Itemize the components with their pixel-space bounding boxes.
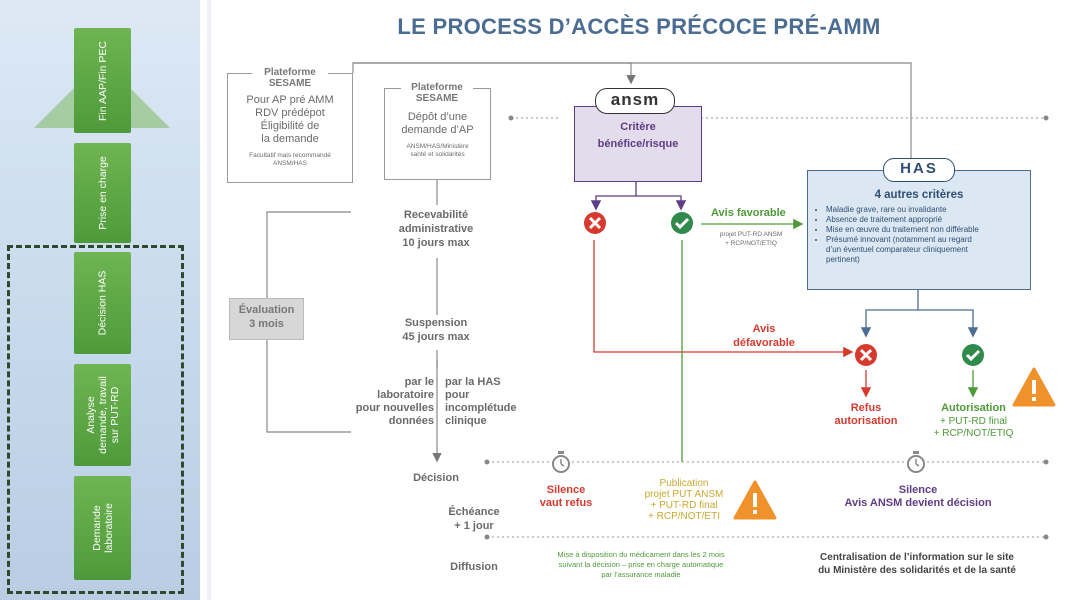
has-box: 4 autres critères Maladie grave, rare ou… <box>807 170 1031 290</box>
ansm-box: Critère bénéfice/risque <box>574 106 702 182</box>
silence-ansm-text: Silence Avis ANSM devient décision <box>844 484 992 509</box>
autorisation-detail: + PUT-RD final + RCP/NOT/ETIQ <box>933 416 1014 439</box>
step-demande-labo: Demande laboratoire <box>74 476 131 580</box>
sesame-2-body: Dépôt d’une demande d’AP <box>401 111 474 136</box>
sesame-2-note: ANSM/HAS/Ministère santé et solidarités <box>406 143 469 158</box>
sesame-1-body: Pour AP pré AMM RDV prédépot Éligibilité… <box>246 94 334 145</box>
suspension-text: Suspension 45 jours max <box>402 317 470 343</box>
sesame-1-header: Plateforme SESAME <box>252 67 328 89</box>
step-fin-aap: Fin AAP/Fin PEC <box>74 28 131 133</box>
avis-favorable-label: Avis favorable <box>711 207 786 219</box>
criterion-item: Présumé innovant (notamment au regard d’… <box>826 235 1030 265</box>
clock-icon <box>552 451 570 473</box>
criterion-item: Maladie grave, rare ou invalidante <box>826 205 1030 215</box>
has-label: 4 autres critères <box>874 189 964 201</box>
diffusion-label: Diffusion <box>450 561 498 573</box>
connector-layer <box>266 62 1049 540</box>
refus-text: Refus autorisation <box>834 402 898 427</box>
clock-icon <box>907 451 925 473</box>
left-panel: Fin AAP/Fin PEC Prise en charge Décision… <box>0 0 200 600</box>
centralisation-text: Centralisation de l’information sur le s… <box>818 552 1016 576</box>
sesame-1-note: Facultatif mais recommandé ANSM/HAS <box>249 152 331 167</box>
evaluation-box: Évaluation 3 mois <box>229 298 304 340</box>
has-criteria-list: Maladie grave, rare ou invalidante Absen… <box>808 205 1030 265</box>
has-logo: HAS <box>883 158 955 182</box>
diagram-area: LE PROCESS D’ACCÈS PRÉCOCE PRÉ-AMM <box>211 0 1067 600</box>
decision-label: Décision <box>413 472 459 484</box>
criterion-item: Absence de traitement approprié <box>826 215 1030 225</box>
separator <box>207 0 211 600</box>
par-labo-text: par le laboratoire pour nouvelles donnée… <box>355 376 434 427</box>
criterion-item: Mise en œuvre du traitement non différab… <box>826 225 1030 235</box>
check-icon <box>671 212 693 234</box>
projet-put-text: projet PUT-RD ANSM + RCP/NOT/ETIQ <box>719 231 783 247</box>
autorisation-text: Autorisation <box>941 402 1006 414</box>
step-decision-has: Décision HAS <box>74 252 131 354</box>
avis-defavorable-label: Avis défavorable <box>733 323 795 349</box>
check-icon <box>962 344 984 366</box>
sesame-2-header: Plateforme SESAME <box>401 82 473 104</box>
ansm-label: Critère bénéfice/risque <box>597 121 679 150</box>
sesame-box-2: Plateforme SESAME Dépôt d’une demande d’… <box>384 82 491 180</box>
publication-text: Publication projet PUT ANSM + PUT-RD fin… <box>644 478 724 522</box>
mise-dispo-text: Mise à disposition du médicament dans le… <box>557 550 725 579</box>
echeance-label: Échéance + 1 jour <box>448 506 500 532</box>
recevabilite-text: Recevabilité administrative 10 jours max <box>398 209 474 249</box>
warning-icon <box>1012 367 1056 407</box>
sesame-box-1: Plateforme SESAME Pour AP pré AMM RDV pr… <box>227 67 353 183</box>
silence-refus-text: Silence vaut refus <box>539 484 593 509</box>
page-title: LE PROCESS D’ACCÈS PRÉCOCE PRÉ-AMM <box>397 14 881 39</box>
step-prise-en-charge: Prise en charge <box>74 143 131 243</box>
ansm-logo: ansm <box>595 88 675 114</box>
step-analyse: Analyse demande, travail sur PUT-RD <box>74 364 131 466</box>
cross-icon <box>584 212 606 234</box>
warning-icon <box>733 480 777 520</box>
connector <box>352 62 636 85</box>
connector <box>353 62 916 168</box>
par-has-text: par la HAS pour incomplétude clinique <box>445 376 517 427</box>
highlight-dashed-box <box>7 245 184 594</box>
cross-icon <box>855 344 877 366</box>
